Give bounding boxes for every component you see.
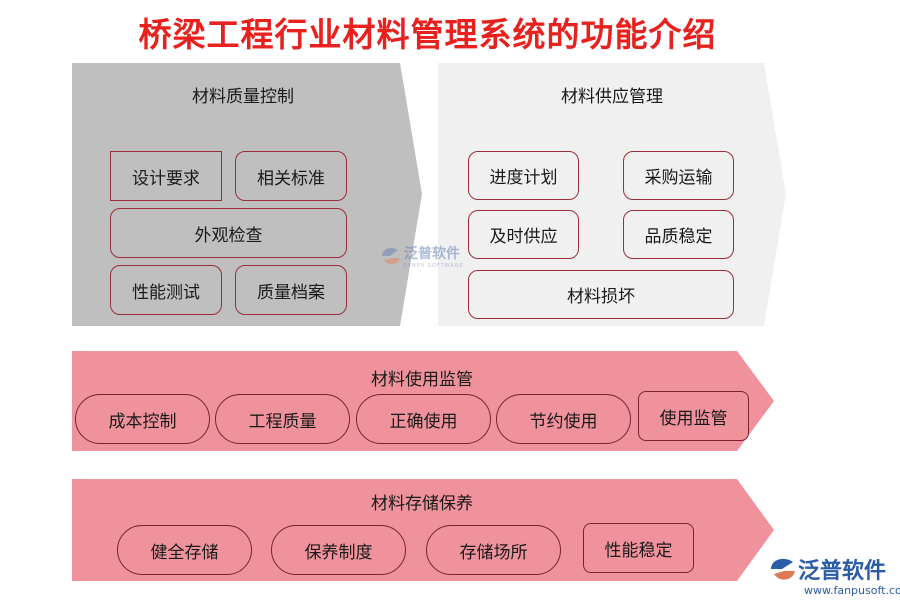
- item-stable-quality[interactable]: 品质稳定: [623, 210, 734, 259]
- panel-quality-control: 材料质量控制 设计要求 相关标准 外观检查 性能测试 质量档案: [72, 63, 422, 326]
- item-performance-test[interactable]: 性能测试: [110, 265, 222, 315]
- item-design-requirement[interactable]: 设计要求: [110, 151, 222, 201]
- panel-usage-supervision: 材料使用监管 成本控制 工程质量 正确使用 节约使用 使用监管: [72, 351, 774, 451]
- item-maintenance-system[interactable]: 保养制度: [271, 525, 406, 575]
- item-appearance-check[interactable]: 外观检查: [110, 208, 347, 258]
- watermark: 泛普软件 FANPU SOFTWARE: [378, 243, 464, 269]
- panel-title-storage: 材料存储保养: [371, 494, 473, 514]
- panel-title-supply: 材料供应管理: [561, 87, 663, 107]
- panel-supply-management: 材料供应管理 进度计划 采购运输 及时供应 品质稳定 材料损坏: [438, 63, 786, 326]
- item-economical-use[interactable]: 节约使用: [496, 394, 631, 444]
- item-schedule-plan[interactable]: 进度计划: [468, 151, 579, 200]
- watermark-text: 泛普软件: [404, 246, 460, 262]
- fanpu-logo-icon: [382, 248, 400, 265]
- chevron-shape-usage: [72, 351, 774, 451]
- item-stable-performance[interactable]: 性能稳定: [583, 523, 694, 573]
- item-storage-place[interactable]: 存储场所: [426, 525, 561, 575]
- item-project-quality[interactable]: 工程质量: [215, 394, 350, 444]
- chevron-shape-quality: [72, 63, 422, 326]
- page-title: 桥梁工程行业材料管理系统的功能介绍: [138, 15, 717, 54]
- brand-url: www.fanpusoft.com: [804, 584, 900, 597]
- panel-storage-maintenance: 材料存储保养 健全存储 保养制度 存储场所 性能稳定: [72, 479, 774, 581]
- item-usage-supervision[interactable]: 使用监管: [638, 391, 749, 441]
- item-cost-control[interactable]: 成本控制: [75, 394, 210, 444]
- panel-title-usage: 材料使用监管: [371, 370, 473, 390]
- fanpu-brand-icon: [771, 558, 795, 580]
- brand-logo: 泛普软件: [768, 553, 886, 585]
- item-material-damage[interactable]: 材料损坏: [468, 270, 734, 319]
- item-correct-use[interactable]: 正确使用: [356, 394, 491, 444]
- item-related-standards[interactable]: 相关标准: [235, 151, 347, 201]
- watermark-subtext: FANPU SOFTWARE: [404, 263, 464, 269]
- chevron-shape-supply: [438, 63, 786, 326]
- item-sound-storage[interactable]: 健全存储: [117, 525, 252, 575]
- panel-title-quality: 材料质量控制: [192, 87, 294, 107]
- brand-logo-text: 泛普软件: [798, 559, 887, 584]
- item-quality-archive[interactable]: 质量档案: [235, 265, 347, 315]
- item-timely-supply[interactable]: 及时供应: [468, 210, 579, 259]
- item-purchase-transport[interactable]: 采购运输: [623, 151, 734, 200]
